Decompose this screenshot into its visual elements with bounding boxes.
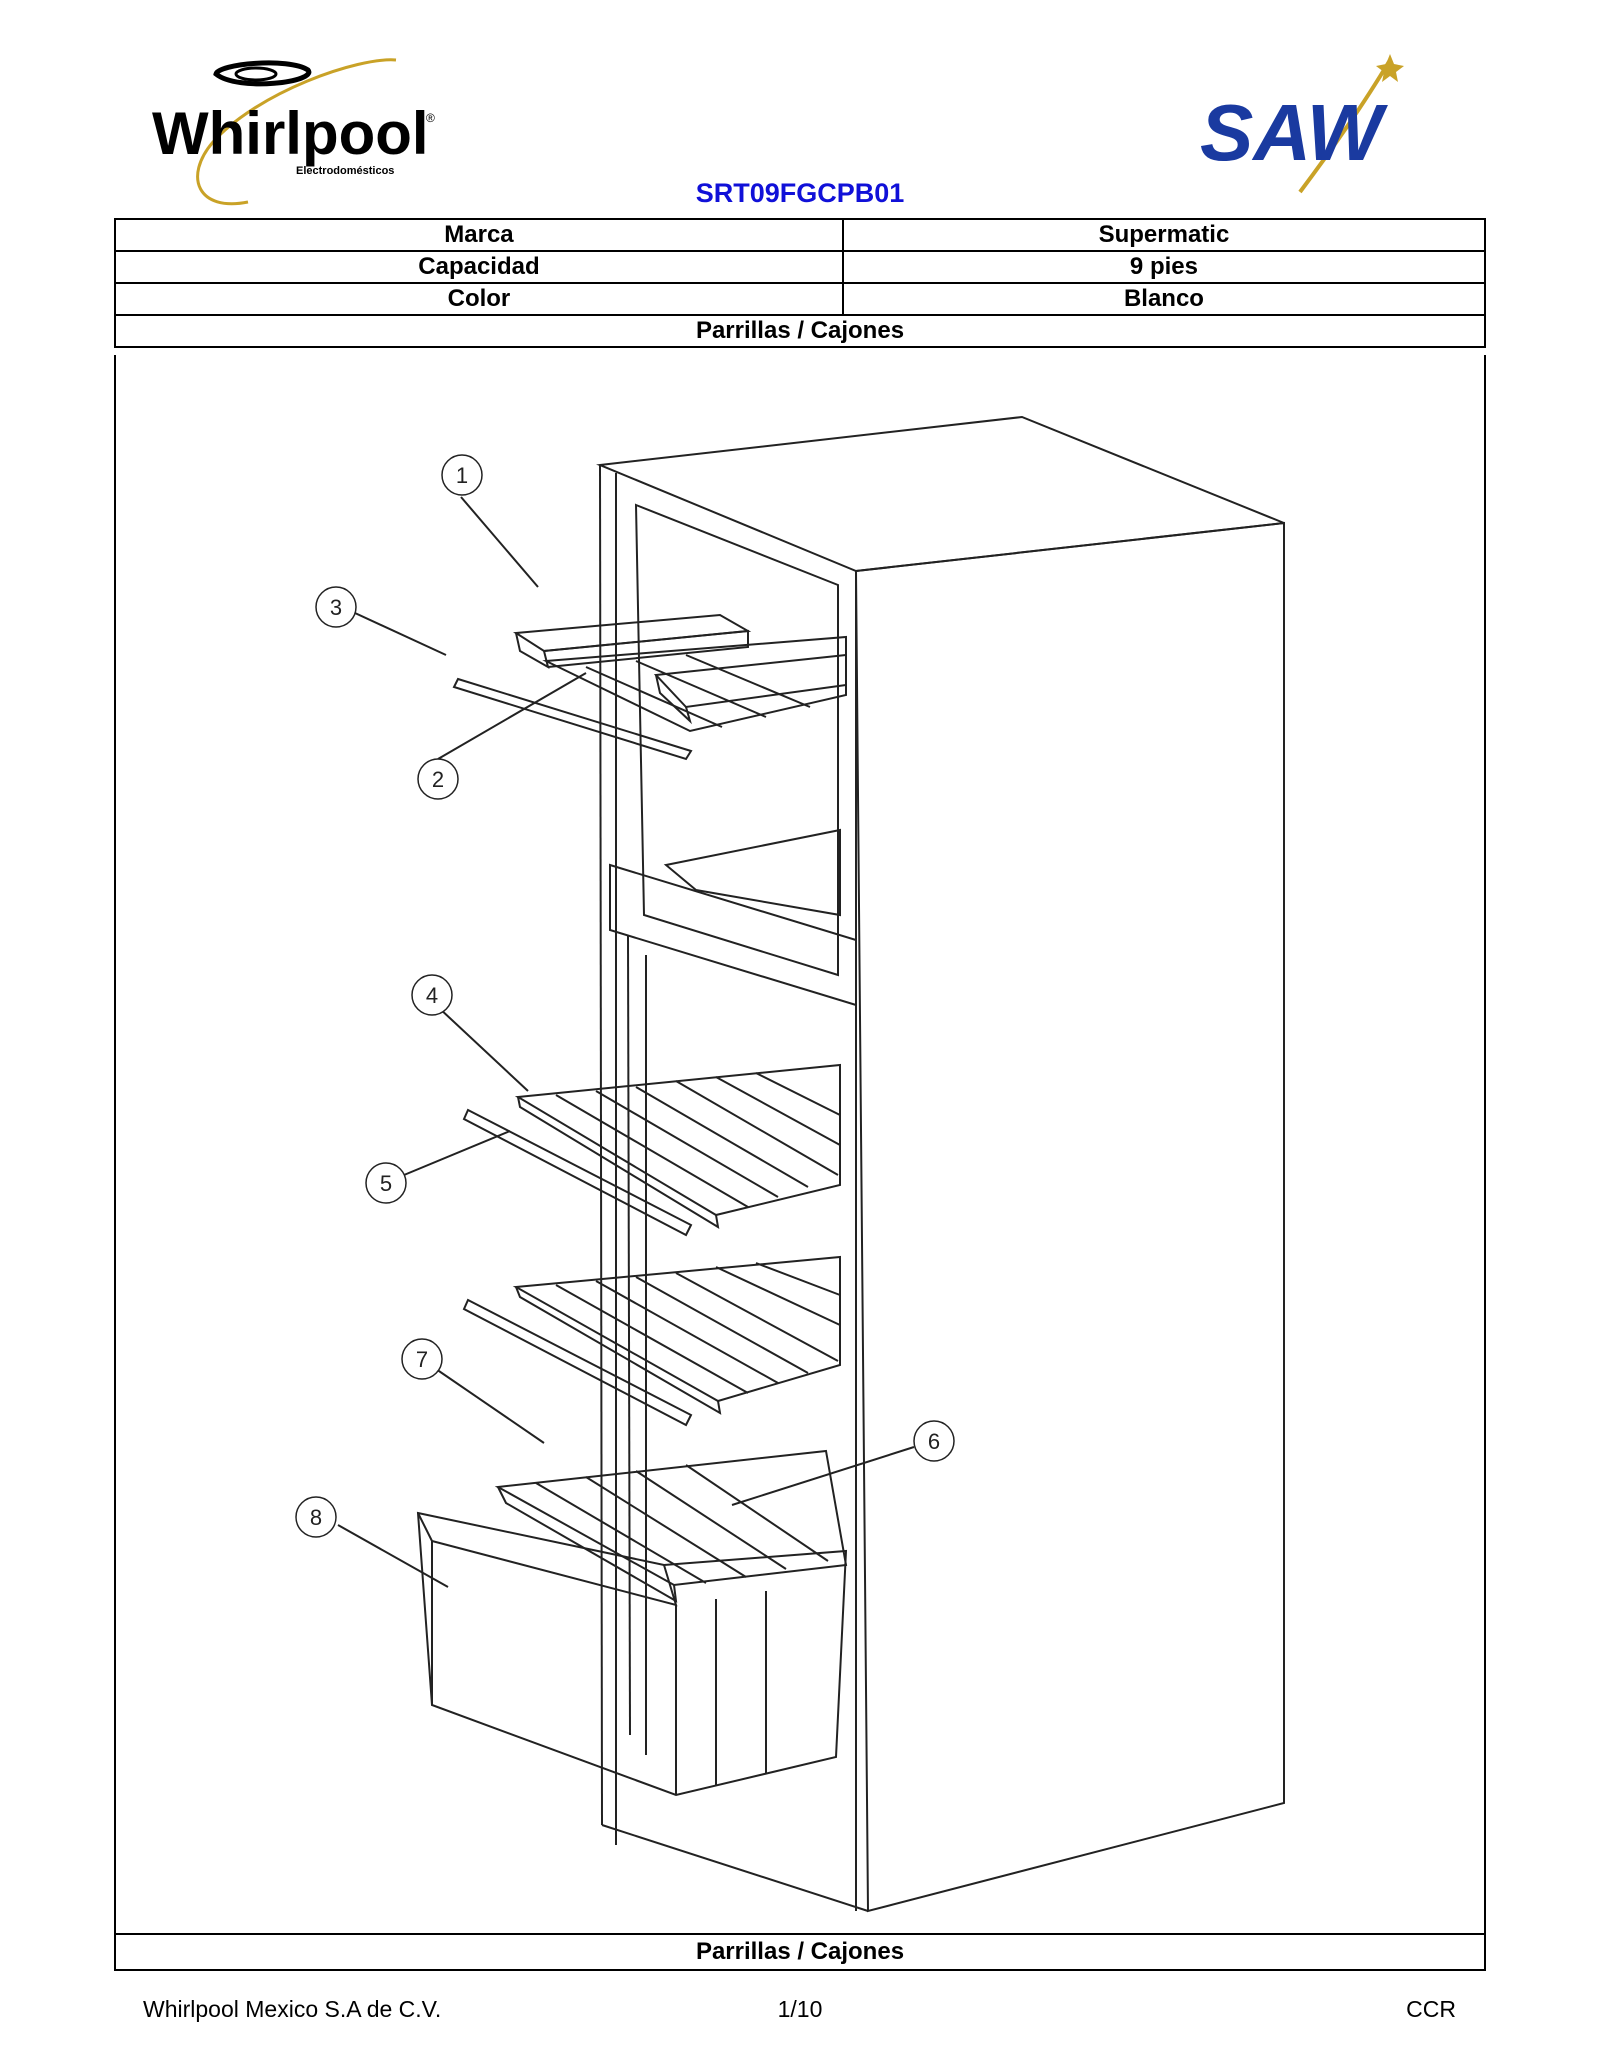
spec-label: Marca: [114, 218, 844, 252]
spec-label: Color: [114, 282, 844, 316]
callout-3: 3: [315, 586, 357, 628]
rail-lower: [462, 1298, 693, 1427]
cabinet-side: [854, 521, 1285, 1913]
cabinet-front-left: [599, 464, 603, 1826]
table-row: Marca Supermatic: [114, 218, 1487, 252]
callout-4: 4: [411, 974, 453, 1016]
diagram-caption: Parrillas / Cajones: [114, 1933, 1486, 1971]
whirlpool-logo-text: Whirlpool: [152, 100, 429, 167]
model-number: SRT09FGCPB01: [695, 178, 905, 208]
leader-1: [460, 496, 539, 588]
footer-code: CCR: [1406, 1996, 1456, 2022]
leader-2: [437, 672, 587, 760]
table-row: Parrillas / Cajones: [114, 314, 1486, 348]
svg-text:5: 5: [380, 1171, 392, 1196]
svg-text:2: 2: [432, 767, 444, 792]
spec-table: Marca Supermatic Capacidad 9 pies Color …: [114, 218, 1487, 348]
spec-label: Capacidad: [114, 250, 844, 284]
saw-logo: SAW: [1190, 52, 1430, 202]
whirlpool-logo-subtext: Electrodomésticos: [296, 165, 394, 177]
table-row: Color Blanco: [114, 282, 1487, 316]
svg-text:6: 6: [928, 1429, 940, 1454]
svg-text:3: 3: [330, 595, 342, 620]
callout-5: 5: [365, 1162, 407, 1204]
callout-8: 8: [295, 1496, 337, 1538]
crisper-drawer: [416, 1511, 848, 1797]
shelf-lower: [512, 1255, 841, 1403]
footer-company: Whirlpool Mexico S.A de C.V.: [143, 1996, 442, 2022]
leader-4: [437, 1006, 529, 1092]
rail-5: [462, 1108, 693, 1237]
svg-text:7: 7: [416, 1347, 428, 1372]
ice-tray-1: [513, 613, 752, 653]
top-rack: [542, 635, 847, 733]
callout-7: 7: [401, 1338, 443, 1380]
leader-7: [435, 1368, 545, 1444]
rail-3: [452, 677, 693, 761]
section-title: Parrillas / Cajones: [114, 314, 1486, 348]
spec-value: Supermatic: [841, 218, 1487, 252]
diagram-area: 1 2 3 4 6 5 7: [114, 355, 1486, 1933]
spec-value: 9 pies: [841, 250, 1487, 284]
leader-5: [403, 1130, 511, 1176]
svg-text:8: 8: [310, 1505, 322, 1530]
callout-1: 1: [441, 454, 483, 496]
spec-value: Blanco: [841, 282, 1487, 316]
svg-text:4: 4: [426, 983, 438, 1008]
leader-6: [731, 1446, 915, 1506]
callout-2: 2: [417, 758, 459, 800]
footer-page-number: 1/10: [777, 1996, 823, 2022]
callout-6: 6: [913, 1420, 955, 1462]
shelf-4: [514, 1063, 841, 1217]
whirlpool-logo: Whirlpool ® Electrodomésticos: [128, 52, 448, 210]
svg-text:1: 1: [456, 463, 468, 488]
table-row: Capacidad 9 pies: [114, 250, 1487, 284]
leader-3: [341, 606, 447, 656]
saw-logo-text: SAW: [1200, 88, 1389, 177]
exploded-diagram: 1 2 3 4 6 5 7: [295, 415, 1285, 1913]
leader-8: [337, 1524, 449, 1588]
svg-text:®: ®: [426, 111, 435, 125]
cabinet-top: [596, 415, 1285, 573]
